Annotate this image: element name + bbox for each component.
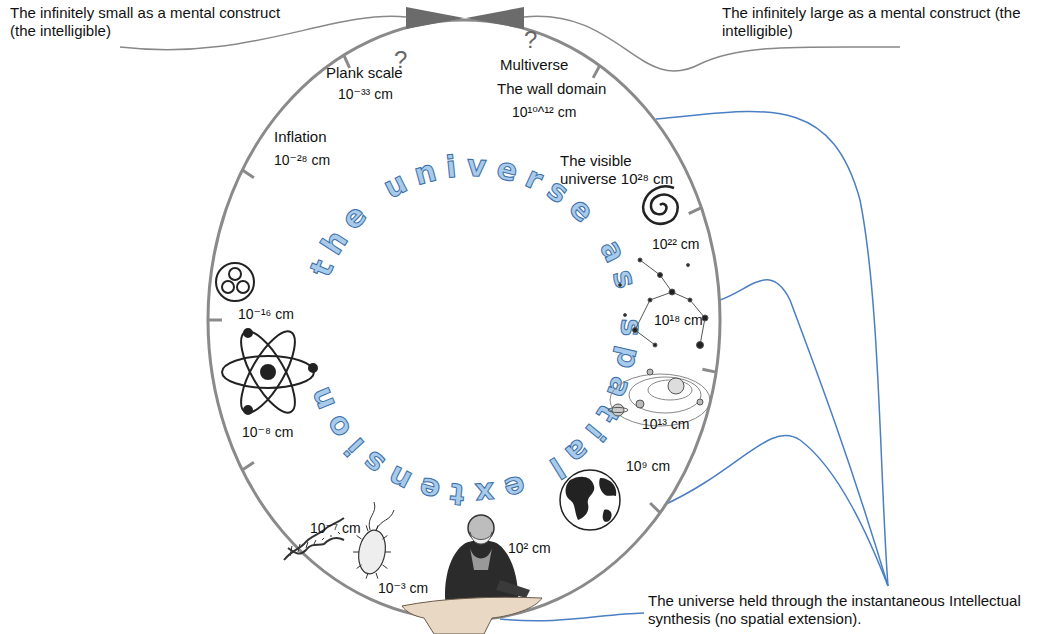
- note-text: The universe held through the instantane…: [648, 592, 1028, 628]
- cilium: [383, 565, 388, 569]
- scale-value: 10² cm: [508, 540, 551, 557]
- tick-mark: [208, 319, 222, 322]
- scale-name: Inflation: [274, 128, 327, 146]
- ring-text: the universe as spatial extension: [298, 147, 650, 512]
- person-figure: [445, 515, 530, 610]
- note-text: The infinitely small as a mental constru…: [10, 4, 285, 40]
- cilium: [357, 536, 362, 540]
- constellation-icon: [619, 258, 709, 349]
- dna-rung: [314, 540, 316, 544]
- tick-mark: [702, 369, 716, 372]
- universe-circle: [208, 20, 720, 620]
- bacterium-icon: [353, 502, 394, 579]
- scale-value: 10¹³ cm: [642, 416, 689, 433]
- dna-rung: [298, 544, 300, 552]
- dna-rung: [290, 546, 292, 556]
- scale-name: Plank scale: [326, 64, 403, 82]
- leader-line: [524, 16, 900, 71]
- scale-value: 10⁻⁷ cm: [310, 520, 361, 537]
- scale-value: 10⁻⁸ cm: [242, 424, 293, 441]
- cilium: [357, 565, 362, 569]
- scale-name: Multiverse: [500, 56, 568, 74]
- atom-icon: [222, 324, 317, 420]
- tick-marks: [208, 55, 716, 513]
- cilium: [385, 552, 391, 553]
- note-text: The infinitely large as a mental constru…: [722, 4, 1022, 40]
- scale-value: 10²² cm: [652, 236, 699, 253]
- scale-value: 10¹⁸ cm: [654, 312, 703, 329]
- scale-value: 10¹⁰^¹² cm: [512, 104, 576, 121]
- tick-mark: [689, 208, 702, 214]
- dna-rung: [306, 542, 308, 548]
- galaxy-icon: [643, 186, 677, 223]
- earth-icon: [560, 470, 620, 530]
- scale-value: 10⁻³ cm: [378, 580, 428, 597]
- question-mark: ?: [524, 26, 537, 55]
- tick-mark: [242, 462, 254, 470]
- scale-value: 10⁹ cm: [626, 458, 670, 475]
- scale-name: The visible universe 10²⁸ cm: [560, 152, 690, 188]
- scale-value: 10⁻³³ cm: [338, 86, 393, 103]
- scale-name: The wall domain: [497, 80, 606, 98]
- tick-mark: [242, 170, 254, 178]
- scale-value: 10⁻²⁸ cm: [274, 152, 330, 169]
- tick-mark: [650, 503, 660, 513]
- cilium: [383, 536, 388, 540]
- cilium: [353, 552, 359, 553]
- nucleon-icon: [216, 263, 254, 301]
- cilium: [376, 573, 378, 579]
- cilium: [366, 573, 368, 579]
- bow-tie: [466, 7, 524, 29]
- tick-mark: [593, 66, 600, 78]
- hand: [402, 597, 542, 634]
- ring-caption: the universe as spatial extension: [298, 147, 650, 512]
- scale-value: 10⁻¹⁶ cm: [238, 306, 294, 323]
- cilium: [366, 525, 368, 531]
- bow-tie: [406, 7, 464, 29]
- dna-rung: [322, 538, 324, 540]
